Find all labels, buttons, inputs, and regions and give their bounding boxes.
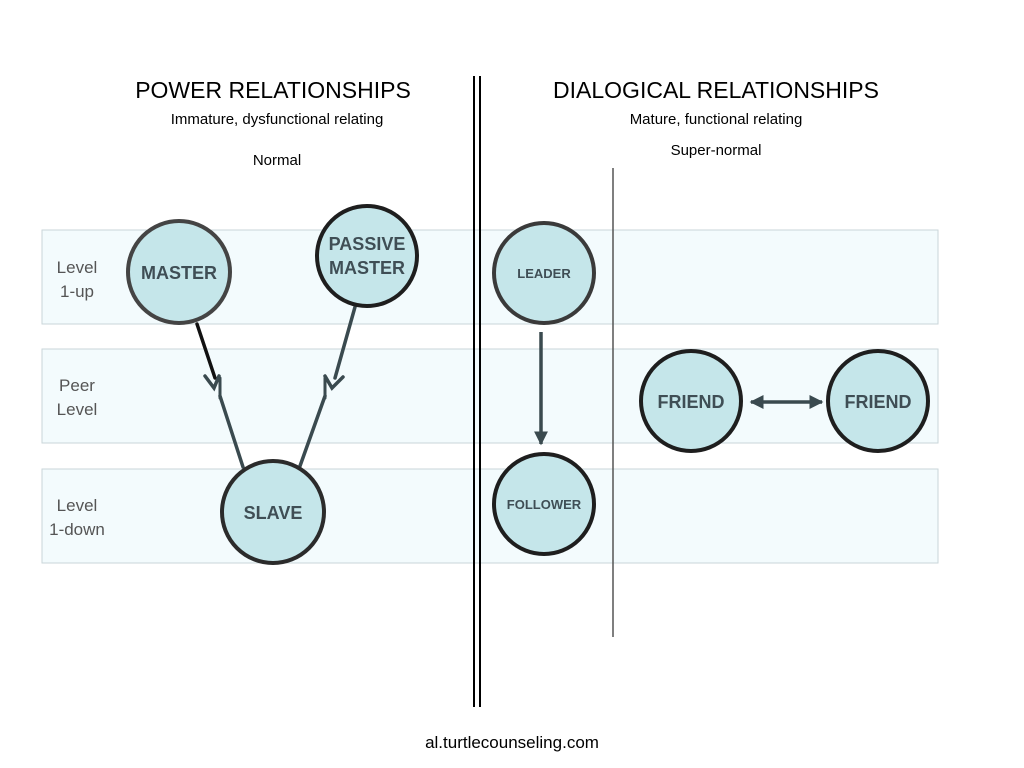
- power-title: POWER RELATIONSHIPS: [135, 77, 411, 103]
- svg-text:MASTER: MASTER: [141, 263, 217, 283]
- node-slave: SLAVE: [220, 459, 326, 565]
- band-level-1-down: [41, 468, 939, 564]
- svg-text:FRIEND: FRIEND: [845, 392, 912, 412]
- footer-source: al.turtlecounseling.com: [425, 733, 599, 752]
- node-friend-right: FRIEND: [826, 349, 930, 453]
- node-follower: FOLLOWER: [492, 452, 596, 556]
- svg-text:FOLLOWER: FOLLOWER: [507, 497, 582, 512]
- band-peer-level: [41, 348, 939, 444]
- power-note: Normal: [253, 152, 301, 169]
- dialogical-title: DIALOGICAL RELATIONSHIPS: [553, 77, 879, 103]
- dialogical-note: Super-normal: [671, 142, 762, 159]
- master-to-slave-connector: [195, 322, 245, 469]
- dialogical-subtitle: Mature, functional relating: [630, 111, 803, 128]
- svg-text:FRIEND: FRIEND: [658, 392, 725, 412]
- node-leader: LEADER: [492, 221, 596, 325]
- node-master: MASTER: [126, 219, 232, 325]
- passive-master-to-slave-connector: [298, 305, 357, 468]
- svg-text:LEADER: LEADER: [517, 266, 571, 281]
- svg-text:SLAVE: SLAVE: [244, 503, 303, 523]
- node-friend-left: FRIEND: [639, 349, 743, 453]
- power-subtitle: Immature, dysfunctional relating: [171, 111, 384, 128]
